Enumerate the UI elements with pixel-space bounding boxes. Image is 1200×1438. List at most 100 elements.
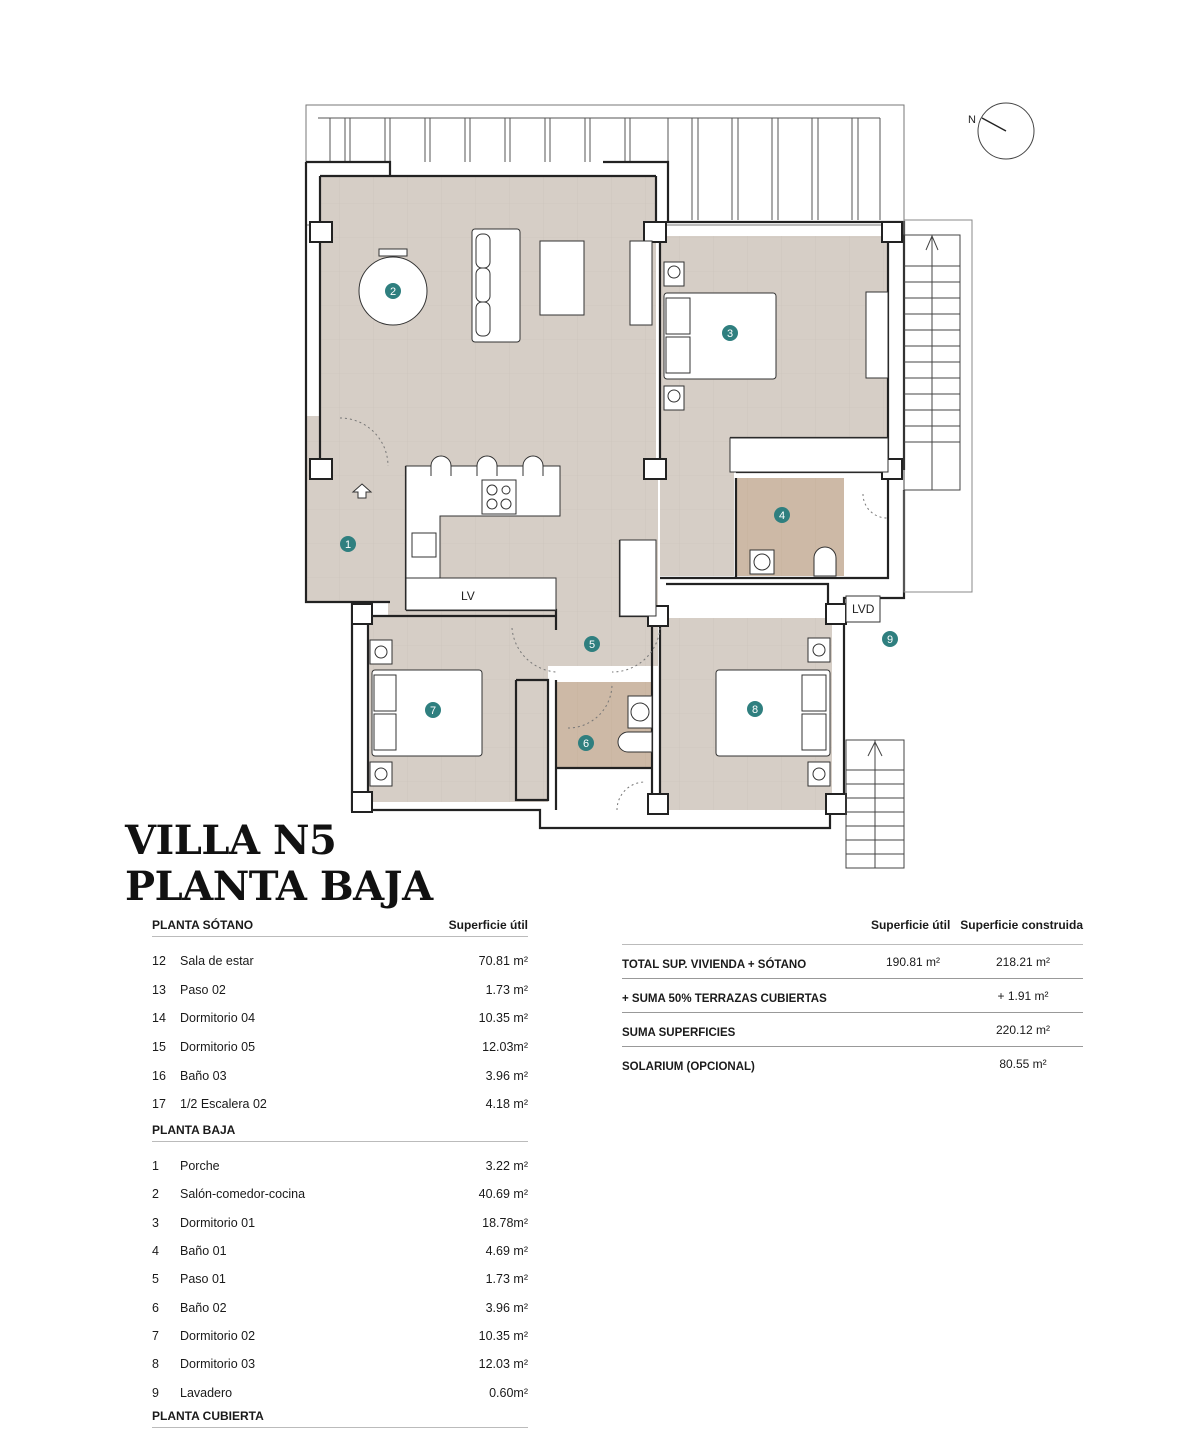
- room-val: 12.03m²: [482, 1040, 528, 1055]
- lv-label: LV: [461, 589, 475, 603]
- svg-text:3: 3: [727, 328, 733, 340]
- table-row: 5 Paso 01 1.73 m²: [152, 1265, 528, 1293]
- room-num: 3: [152, 1215, 159, 1230]
- totals-util: 190.81 m²: [885, 954, 941, 969]
- room-num: 1: [152, 1158, 159, 1173]
- room-num: 12: [152, 954, 166, 969]
- room-badge: 8: [747, 701, 763, 717]
- table-row: 3 Dormitorio 01 18.78m²: [152, 1208, 528, 1236]
- table-row: 13 Paso 02 1.73 m²: [152, 976, 528, 1005]
- svg-text:8: 8: [752, 704, 758, 716]
- compass-icon: [977, 102, 1035, 160]
- room-badge: 1: [340, 536, 356, 552]
- room-num: 6: [152, 1300, 159, 1315]
- room-val: 18.78m²: [482, 1215, 528, 1230]
- room-badge: 2: [385, 283, 401, 299]
- totals-row: + SUMA 50% TERRAZAS CUBIERTAS+ 1.91 m²: [622, 979, 1083, 1013]
- totals-header: Superficie útil Superficie construida: [622, 918, 1083, 945]
- totals-construida: 218.21 m²: [995, 954, 1051, 969]
- room-val: 3.22 m²: [485, 1158, 528, 1173]
- room-badge: 7: [425, 702, 441, 718]
- room-name: Sala de estar: [180, 954, 254, 969]
- room-badge: 3: [722, 325, 738, 341]
- room-val: 1.73 m²: [485, 1272, 528, 1287]
- room-num: 7: [152, 1329, 159, 1344]
- room-val: 1.73 m²: [485, 982, 528, 997]
- room-badge: 6: [578, 735, 594, 751]
- room-val: 0.60m²: [489, 1385, 528, 1400]
- totals-construida: 220.12 m²: [995, 1022, 1051, 1037]
- room-val: 12.03 m²: [478, 1357, 528, 1372]
- furniture: [358, 228, 889, 787]
- title-line-1: VILLA N5: [125, 817, 337, 864]
- title-line-2: PLANTA BAJA: [125, 863, 433, 910]
- room-num: 8: [152, 1357, 159, 1372]
- column-header-util: Superficie útil: [870, 918, 951, 932]
- room-name: Lavadero: [180, 1385, 233, 1400]
- room-name: Porche: [180, 1158, 220, 1173]
- table-row: 7 Dormitorio 02 10.35 m²: [152, 1322, 528, 1350]
- room-name: Dormitorio 05: [180, 1040, 256, 1055]
- room-val: 4.69 m²: [485, 1243, 528, 1258]
- stairs: [845, 219, 973, 869]
- page-title: VILLA N5 PLANTA BAJA: [125, 818, 433, 910]
- totals-label: SUMA SUPERFICIES: [622, 1026, 736, 1039]
- totals-row: SOLARIUM (OPCIONAL)80.55 m²: [622, 1047, 1083, 1080]
- room-val: 40.69 m²: [478, 1187, 528, 1202]
- floor-plan: N LV LVD 1 2 3 4 5 6 7 8 9: [304, 102, 1035, 869]
- totals-table: Superficie útil Superficie construida TO…: [622, 918, 1083, 1080]
- room-val: 3.96 m²: [485, 1300, 528, 1315]
- table-row: 1 Porche 3.22 m²: [152, 1152, 528, 1180]
- totals-row: TOTAL SUP. VIVIENDA + SÓTANO 190.81 m² 218…: [622, 945, 1083, 979]
- svg-text:2: 2: [390, 286, 396, 298]
- svg-text:5: 5: [589, 639, 595, 651]
- room-badge: 4: [774, 507, 790, 523]
- room-num: 2: [152, 1187, 159, 1202]
- compass-label: N: [968, 114, 976, 126]
- room-badge: 9: [882, 631, 898, 647]
- room-val: 3.96 m²: [485, 1068, 528, 1083]
- room-num: 5: [152, 1272, 159, 1287]
- lvd-label: LVD: [852, 602, 875, 616]
- table-row: 16 Baño 03 3.96 m²: [152, 1061, 528, 1090]
- totals-construida: 80.55 m²: [999, 1056, 1047, 1071]
- totals-label: TOTAL SUP. VIVIENDA + SÓTANO: [622, 958, 807, 971]
- totals-row: SUMA SUPERFICIES 220.12 m²: [622, 1013, 1083, 1047]
- room-val: 10.35 m²: [478, 1329, 528, 1344]
- room-val: 10.35 m²: [478, 1011, 528, 1026]
- svg-text:4: 4: [779, 510, 785, 522]
- door-swings: [339, 417, 888, 811]
- room-num: 4: [152, 1243, 159, 1258]
- room-name: Paso 01: [180, 1272, 226, 1287]
- svg-text:9: 9: [887, 634, 893, 646]
- section-header-baja: PLANTA BAJA: [152, 1123, 528, 1142]
- room-name: Dormitorio 02: [180, 1329, 256, 1344]
- room-name: Dormitorio 01: [180, 1215, 256, 1230]
- room-val: 4.18 m²: [485, 1097, 528, 1112]
- section-header-cubierta: PLANTA CUBIERTA: [152, 1409, 528, 1429]
- svg-text:7: 7: [430, 705, 436, 717]
- section-header-sotano: PLANTA SÓTANO Superficie útil: [152, 918, 528, 937]
- room-num: 14: [152, 1011, 166, 1026]
- room-num: 13: [152, 982, 166, 997]
- room-badges: 1 2 3 4 5 6 7 8 9: [340, 283, 898, 751]
- room-name: Paso 02: [180, 982, 226, 997]
- column-header-util: Superficie útil: [448, 918, 528, 932]
- room-num: 16: [152, 1068, 166, 1083]
- column-header-construida: Superficie construida: [960, 918, 1083, 932]
- room-badge: 5: [584, 636, 600, 652]
- room-name: 1/2 Escalera 02: [180, 1097, 267, 1112]
- room-name: Baño 03: [180, 1068, 227, 1083]
